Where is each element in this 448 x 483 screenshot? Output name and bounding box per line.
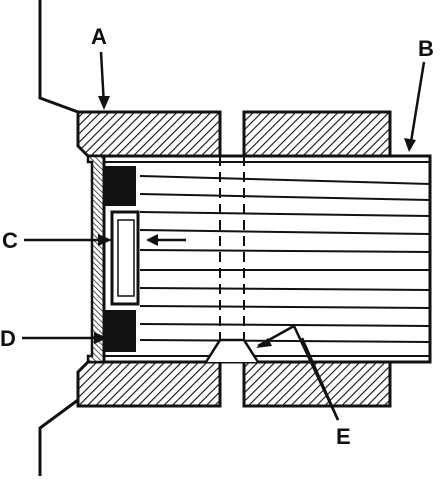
callout-c-arrowhead [98, 234, 112, 246]
callout-d-label: D [0, 326, 16, 351]
callout-d-arrowhead [94, 332, 108, 344]
callout-b-arrowhead [404, 138, 416, 152]
flow-arrow-head [146, 234, 158, 246]
callout-e-leader-3 [300, 337, 340, 421]
upper-housing-left-block [76, 110, 222, 158]
callout-e-label: E [336, 424, 351, 449]
upper-seal-block [104, 166, 136, 206]
callout-a-arrowhead [98, 96, 110, 110]
housing-outline-bottom [38, 398, 79, 476]
end-cap-plate [86, 154, 106, 364]
lower-seal-block [104, 310, 136, 352]
lower-housing-right-block [242, 360, 392, 408]
callout-e-arrowhead-1 [256, 338, 272, 348]
upper-housing-right-block [242, 110, 392, 158]
callout-a-label: A [91, 24, 107, 49]
shaft-grooves [139, 175, 431, 343]
shaft-body [102, 154, 432, 364]
lower-housing-left-block [76, 360, 222, 408]
callout-c-label: C [2, 228, 18, 253]
center-plug-inner [117, 219, 135, 297]
callout-b-leader [408, 61, 426, 149]
oil-hole-chamfer [204, 338, 260, 363]
housing-outline-top [38, 0, 79, 114]
callout-b-label: B [418, 36, 434, 61]
